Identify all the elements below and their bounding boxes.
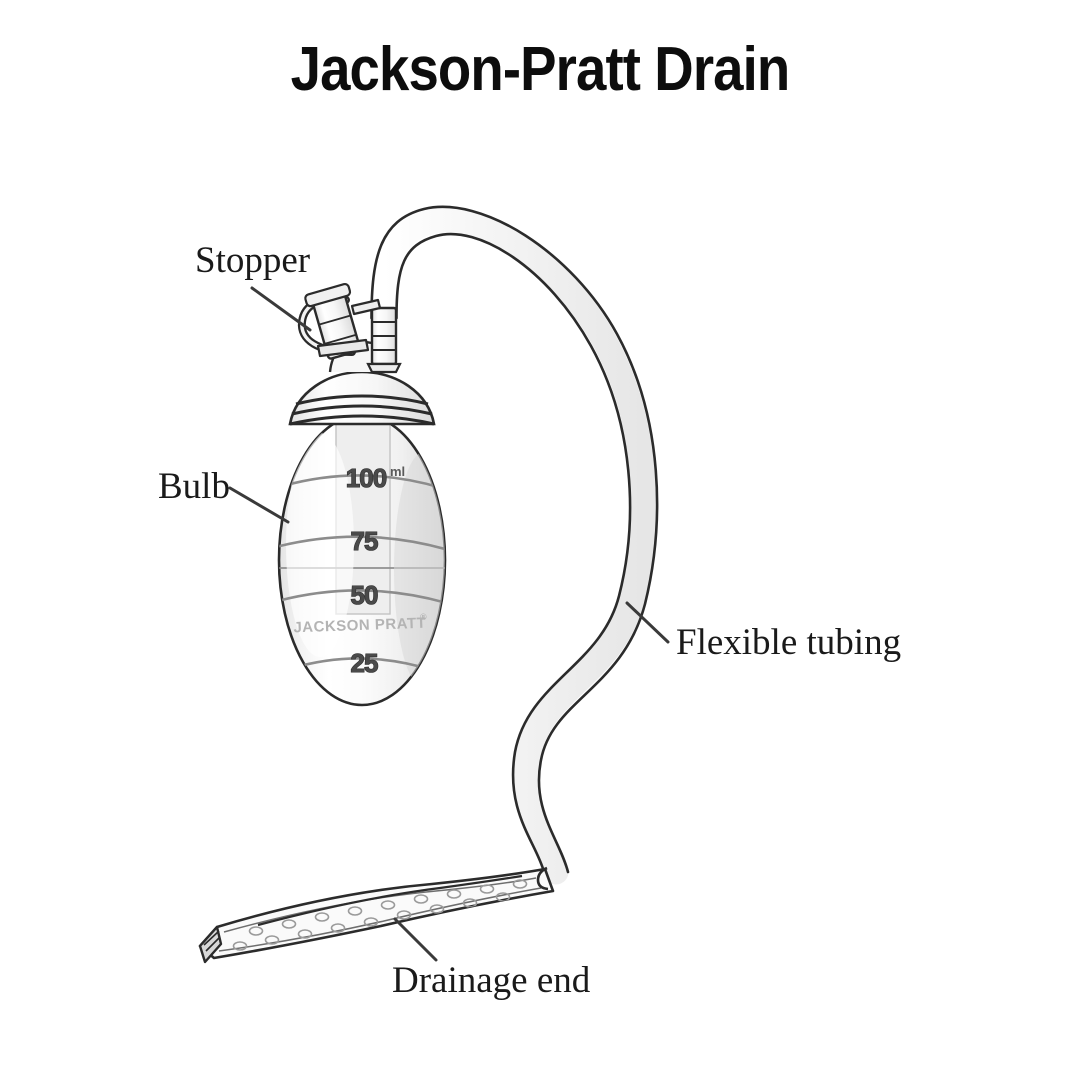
page-title: Jackson-Pratt Drain	[290, 35, 791, 104]
tubing-body	[371, 207, 657, 885]
stopper[interactable]	[297, 282, 382, 361]
stopper-plug-rib-1	[318, 314, 351, 326]
bulb: 100 ml 75 50 25 JACKSON PRATT ®	[277, 340, 447, 707]
tubing-edge-outer	[370, 205, 659, 874]
bulb-neck	[288, 340, 436, 426]
connector-base	[366, 362, 402, 374]
graduation-75: 75	[351, 526, 378, 556]
drain-strip	[198, 867, 555, 960]
label-stopper: Stopper	[195, 240, 310, 281]
brand-text: JACKSON PRATT	[293, 615, 426, 637]
barbed-connector	[366, 306, 402, 374]
stopper-plug-rib-2	[324, 333, 357, 345]
stopper-seat	[316, 338, 370, 358]
drain-tip-slit	[203, 930, 221, 952]
callout-labels: Stopper Bulb Flexible tubing Drainage en…	[158, 240, 901, 1001]
drain-tube-junction	[536, 866, 549, 891]
stopper-tab[interactable]	[350, 298, 382, 316]
label-bulb: Bulb	[158, 466, 230, 507]
graduation-25: 25	[351, 648, 378, 678]
bulb-rib-2	[291, 404, 433, 416]
label-flexible-tubing: Flexible tubing	[676, 622, 901, 663]
drain-tip	[198, 925, 223, 964]
bulb-graduation-ring-100	[279, 474, 445, 492]
tubing-edge-inner	[395, 232, 632, 874]
flexible-tubing	[370, 205, 659, 885]
drain-channel-top	[223, 877, 537, 933]
label-drainage-end: Drainage end	[392, 960, 591, 1001]
brand-registered-mark: ®	[420, 612, 427, 622]
drain-lumen-line	[257, 874, 523, 927]
leader-flexible-tubing	[625, 601, 670, 644]
drain-perforations	[232, 879, 528, 951]
bulb-rib-1	[295, 394, 429, 406]
bulb-graduation-ring-50	[279, 589, 445, 606]
stopper-cap[interactable]	[304, 282, 352, 308]
graduation-100: 100	[346, 463, 387, 493]
bulb-rib-3	[289, 414, 435, 426]
leader-stopper	[250, 286, 312, 332]
drainage-end	[198, 866, 555, 964]
leader-drainage-end	[393, 917, 438, 962]
bulb-highlight	[286, 433, 354, 657]
graduation-50: 50	[351, 580, 378, 610]
graduation-100-unit: ml	[390, 464, 405, 479]
leader-lines	[228, 286, 670, 962]
bulb-graduation-ring-75	[279, 535, 445, 553]
leader-bulb	[228, 486, 290, 524]
bulb-brand: JACKSON PRATT ®	[293, 612, 427, 636]
bulb-graduations: 100 ml 75 50 25	[345, 462, 405, 678]
